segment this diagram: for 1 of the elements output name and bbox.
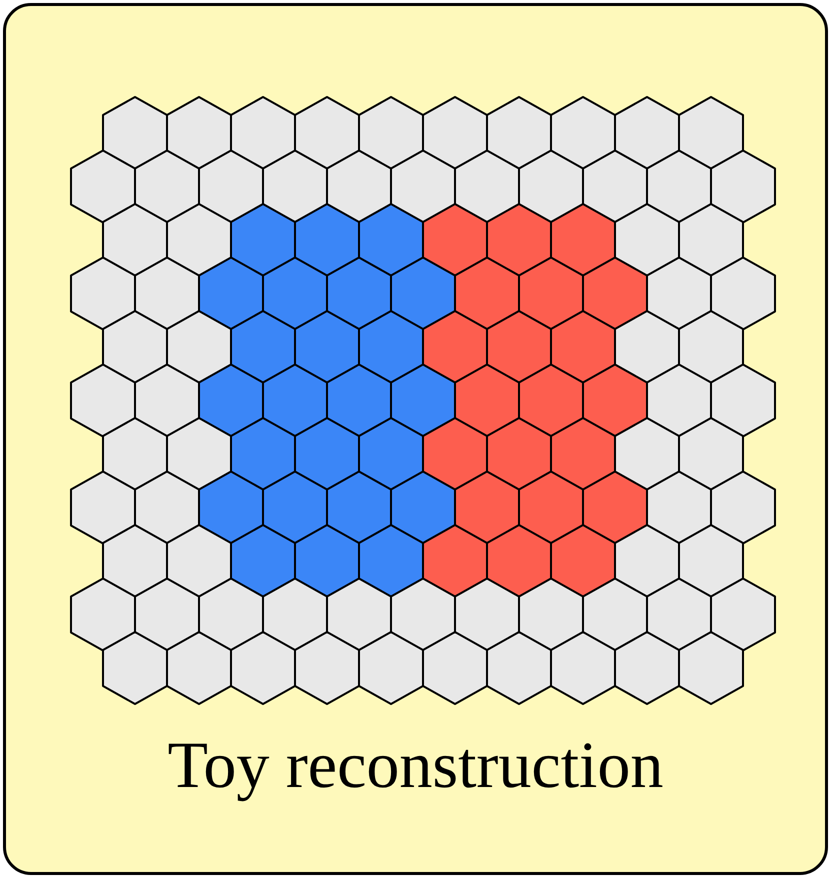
caption: Toy reconstruction bbox=[168, 729, 664, 802]
